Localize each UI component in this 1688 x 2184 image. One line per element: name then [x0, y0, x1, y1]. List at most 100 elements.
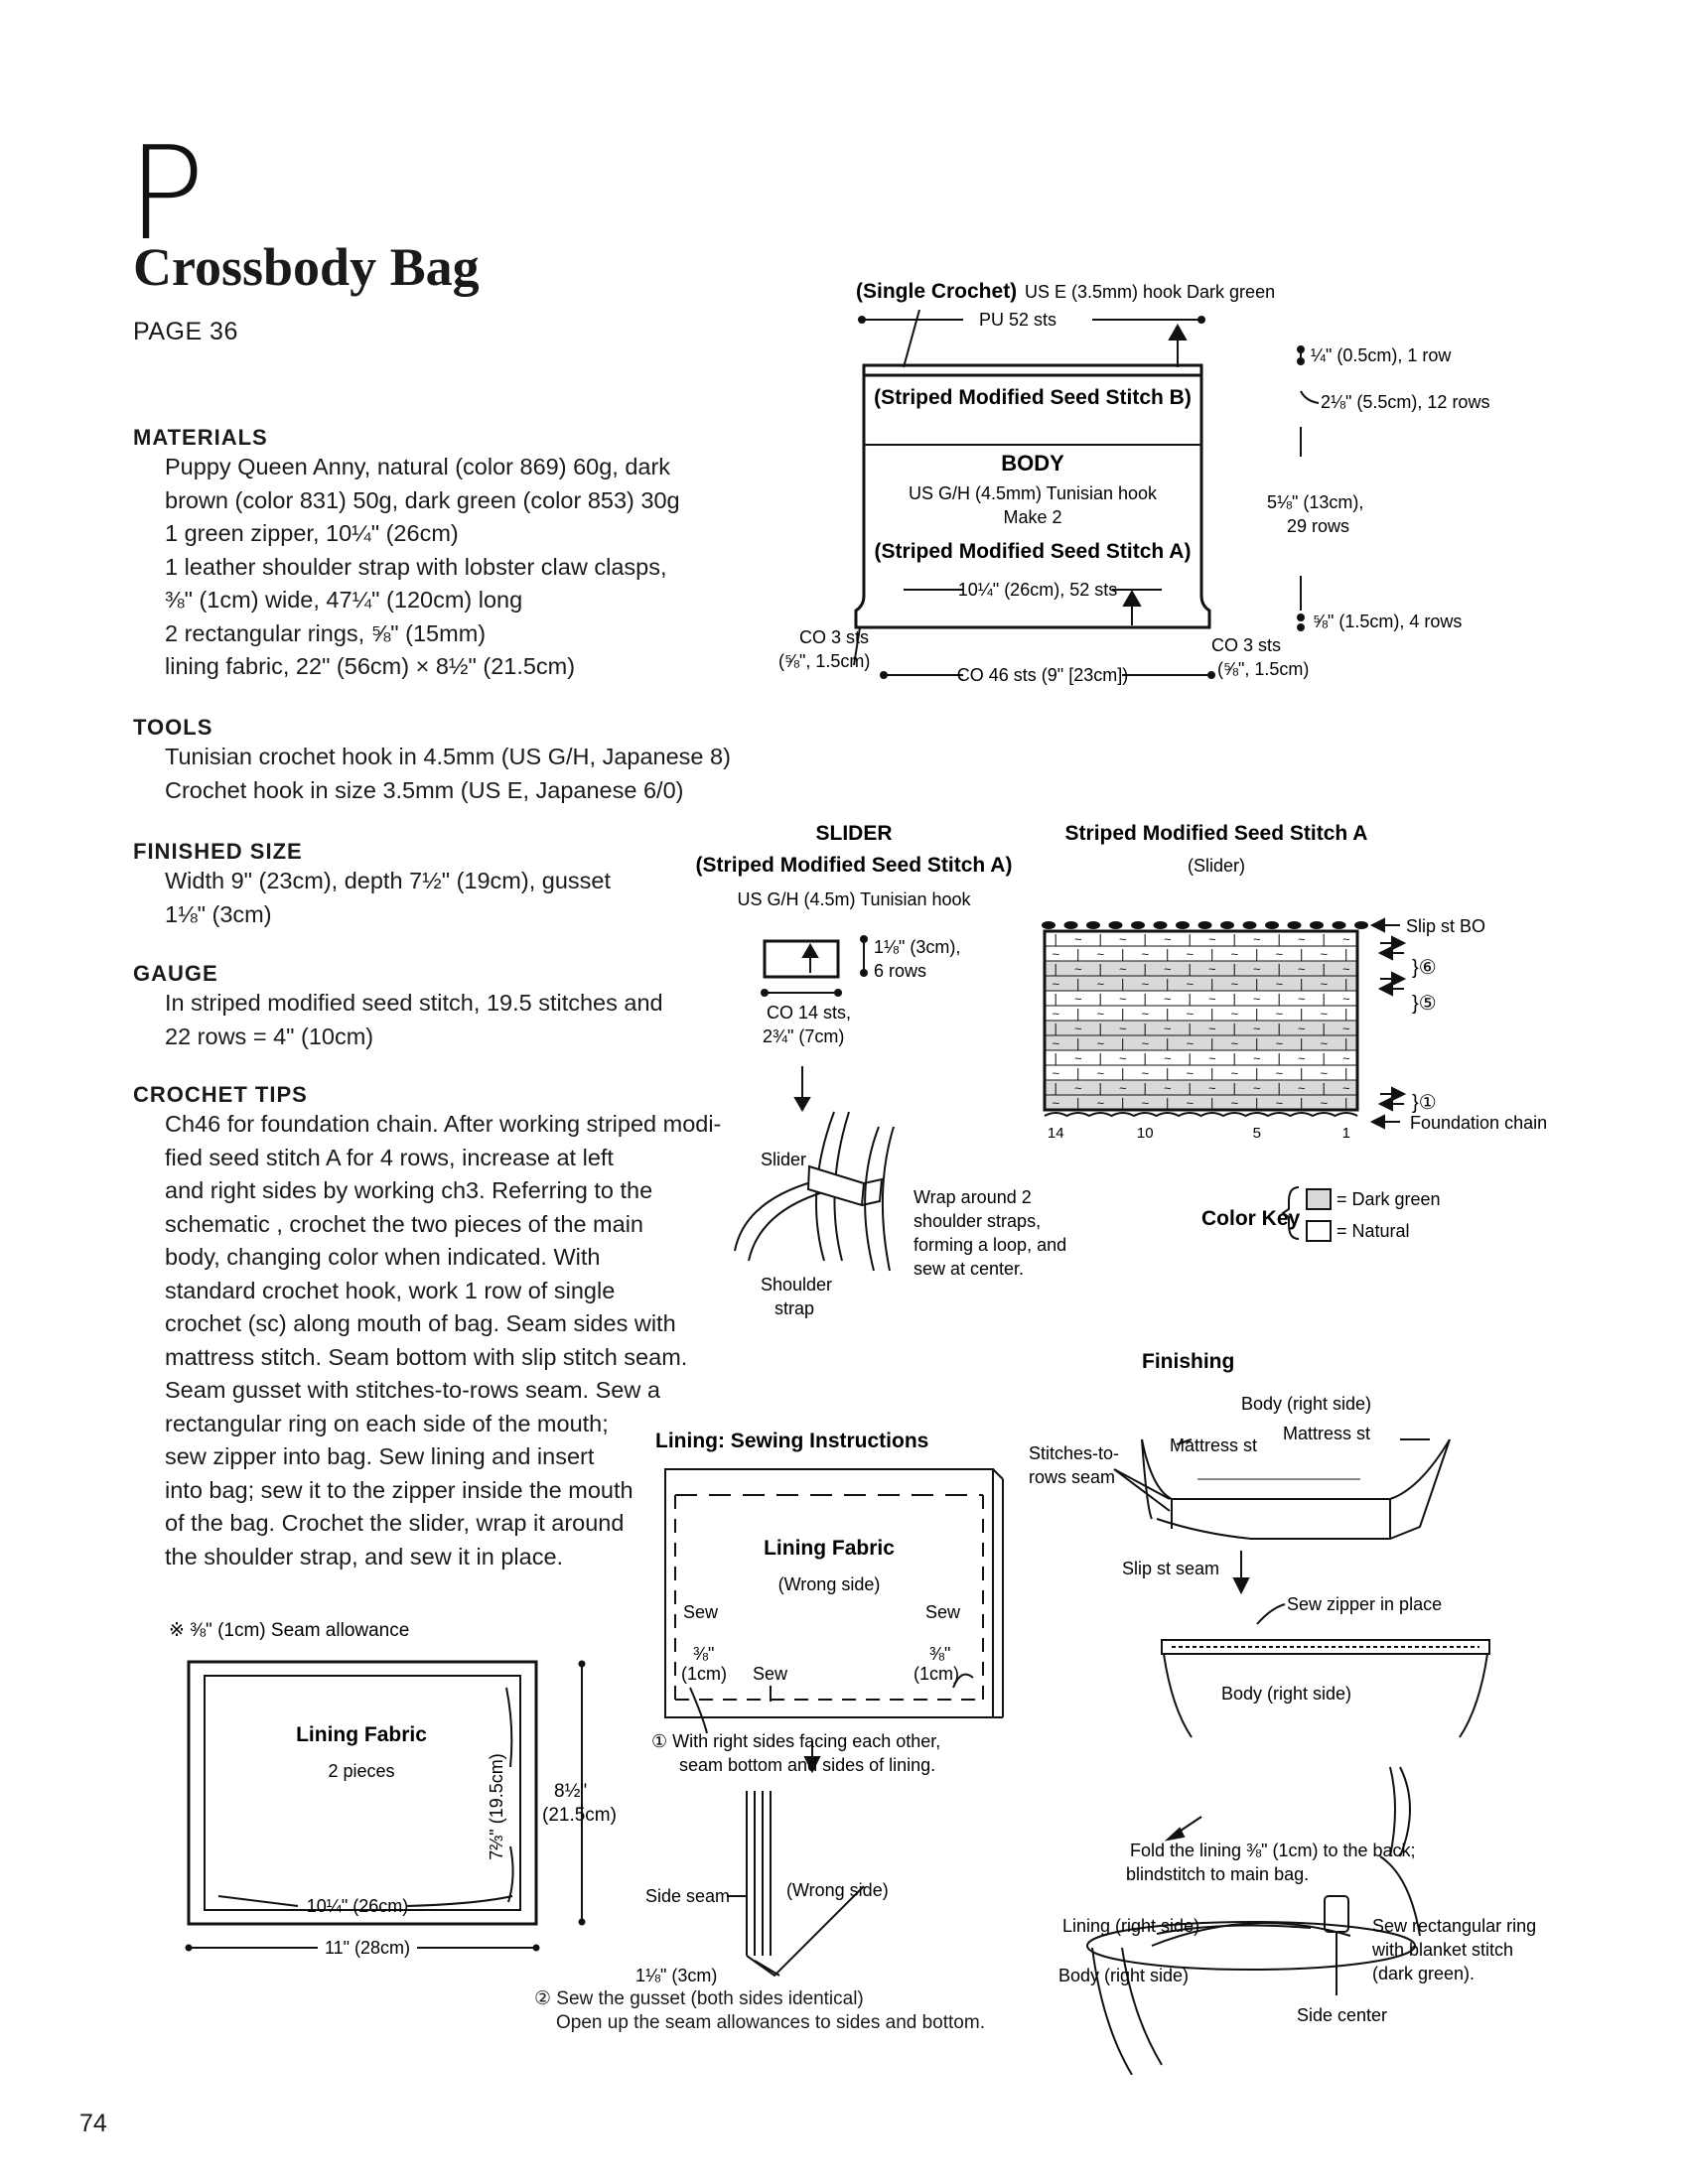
lining-sewing-diagram: Lining: Sewing Instructions Lining Fabri… [635, 1430, 1004, 1985]
chart-stitch: ~ [1208, 1051, 1216, 1066]
stripe-b-label: (Striped Modified Seed Stitch B) [874, 386, 1192, 409]
lining-sew-fabric: Lining Fabric [764, 1537, 895, 1560]
finishing-body-right: Body (right side) [1241, 1394, 1371, 1414]
slider-label: Slider [761, 1150, 806, 1169]
chart-bo-stitch [1086, 921, 1100, 929]
chart-stitch: | [1344, 1036, 1347, 1051]
natural-swatch [1306, 1220, 1332, 1242]
chart-stitch: | [1255, 1066, 1258, 1081]
chart-title: Striped Modified Seed Stitch A [1065, 822, 1368, 845]
chart-stitch: ~ [1052, 1036, 1059, 1051]
chart-x-tick: 5 [1253, 1125, 1261, 1142]
chart-stitch: | [1076, 977, 1079, 992]
chart-stitch: ~ [1298, 992, 1306, 1007]
finished-size-line: Width 9" (23cm), depth 7½" (19cm), gusse… [165, 868, 612, 893]
chart-stitch: ~ [1230, 1036, 1238, 1051]
gauge-line: 22 rows = 4" (10cm) [165, 1023, 374, 1049]
chart-stitch: ~ [1342, 932, 1350, 947]
chart-stitch: ~ [1275, 1036, 1283, 1051]
chart-stitch: ~ [1186, 947, 1194, 962]
chart-x-tick: 1 [1342, 1125, 1350, 1142]
chart-stitch: | [1076, 1096, 1079, 1111]
chart-stitch: | [1055, 1022, 1057, 1036]
chart-stitch: ~ [1096, 1036, 1104, 1051]
chart-bo-stitch [1354, 921, 1368, 929]
lining-fabric-diagram: ※ ⅜" (1cm) Seam allowance Lining Fabric … [169, 1620, 617, 1958]
chart-stitch: ~ [1342, 1051, 1350, 1066]
chart-stitch: | [1344, 977, 1347, 992]
chart-stitch: | [1144, 1051, 1147, 1066]
chart-stitch: ~ [1253, 1051, 1261, 1066]
slider-dim-2: 6 rows [874, 961, 926, 981]
tools-line: Crochet hook in size 3.5mm (US E, Japane… [165, 776, 684, 803]
tips-line: of the bag. Crochet the slider, wrap it … [165, 1510, 625, 1536]
tools-list: Tunisian crochet hook in 4.5mm (US G/H, … [133, 741, 848, 807]
chart-stitch: | [1144, 1081, 1147, 1096]
chart-stitch: ~ [1164, 1081, 1172, 1096]
chart-stitch: | [1278, 992, 1281, 1007]
chart-stitch: ~ [1186, 1066, 1194, 1081]
tips-line: and right sides by working ch3. Referrin… [165, 1177, 653, 1203]
chart-stitch: ~ [1320, 1096, 1328, 1111]
chart-stitch: | [1344, 1096, 1347, 1111]
lining-inner-width: 10¼" (26cm) [307, 1896, 408, 1916]
foundation-label: Foundation chain [1410, 1113, 1547, 1133]
chart-stitch: ~ [1141, 977, 1149, 992]
finished-size-list: Width 9" (23cm), depth 7½" (19cm), gusse… [133, 865, 729, 931]
chart-stitch: | [1323, 992, 1326, 1007]
row-5-label: }⑤ [1412, 993, 1437, 1015]
gauge-line: In striped modified seed stitch, 19.5 st… [165, 990, 663, 1016]
chart-row [1044, 1049, 1358, 1066]
chart-stitch: ~ [1253, 992, 1261, 1007]
chart-bo-stitch [1220, 921, 1234, 929]
slider-co-2: 2¾" (7cm) [763, 1026, 844, 1046]
slider-diagram: SLIDER (Striped Modified Seed Stitch A) … [696, 822, 1067, 1318]
chart-row [1044, 1034, 1358, 1051]
chart-bo-stitch [1063, 921, 1078, 929]
dim-body-1: 5⅛" (13cm), [1267, 492, 1363, 512]
chart-stitch: ~ [1342, 1022, 1350, 1036]
chart-stitch: ~ [1096, 977, 1104, 992]
chart-row [1044, 1094, 1358, 1111]
tools-heading: TOOLS [133, 715, 213, 740]
materials-section: MATERIALS Puppy Queen Anny, natural (col… [133, 425, 749, 684]
mattress-1: Mattress st [1170, 1435, 1257, 1455]
sc-hook: US E (3.5mm) hook Dark green [1025, 282, 1275, 302]
chart-stitch: | [1255, 1096, 1258, 1111]
lining-sew-title: Lining: Sewing Instructions [655, 1430, 928, 1452]
crochet-tips-text: Ch46 for foundation chain. After working… [133, 1108, 749, 1573]
slip-bo-label: Slip st BO [1406, 916, 1485, 936]
materials-line: 2 rectangular rings, ⅝" (15mm) [165, 619, 487, 646]
gauge-heading: GAUGE [133, 961, 218, 986]
tips-line: mattress stitch. Seam bottom with slip s… [165, 1343, 688, 1370]
chart-stitch: ~ [1141, 1007, 1149, 1022]
chart-bo-stitch [1108, 921, 1123, 929]
chart-stitch: ~ [1275, 1096, 1283, 1111]
chart-stitch: | [1323, 962, 1326, 977]
tips-line: standard crochet hook, work 1 row of sin… [165, 1277, 616, 1303]
chart-stitch: | [1210, 977, 1213, 992]
co-right: CO 3 sts [1211, 635, 1281, 655]
chart-stitch: | [1076, 947, 1079, 962]
wrong-side-2: (Wrong side) [786, 1880, 889, 1900]
chart-stitch: ~ [1186, 1096, 1194, 1111]
chart-stitch: ~ [1253, 932, 1261, 947]
chart-stitch: ~ [1320, 1036, 1328, 1051]
gauge-list: In striped modified seed stitch, 19.5 st… [133, 987, 729, 1053]
chart-stitch: | [1055, 932, 1057, 947]
row-6-label: }⑥ [1412, 957, 1437, 979]
chart-stitch: ~ [1052, 1096, 1059, 1111]
chart-row [1044, 960, 1358, 977]
co-bottom: CO 46 sts (9" [23cm]) [957, 665, 1128, 685]
chart-stitch: | [1121, 1007, 1124, 1022]
lining-outer-height-2: (21.5cm) [542, 1805, 617, 1826]
body-make: Make 2 [1003, 507, 1061, 527]
chart-stitch: ~ [1275, 1066, 1283, 1081]
chart-stitch: ~ [1320, 977, 1328, 992]
co-left: CO 3 sts [799, 627, 869, 647]
chart-stitch: | [1055, 962, 1057, 977]
chart-grid: |~|~|~|~|~|~|~~|~|~|~|~|~|~||~|~|~|~|~|~… [1042, 921, 1368, 1118]
dark-green-swatch [1306, 1188, 1332, 1210]
chart-stitch: | [1144, 932, 1147, 947]
chart-bo-stitch [1265, 921, 1279, 929]
